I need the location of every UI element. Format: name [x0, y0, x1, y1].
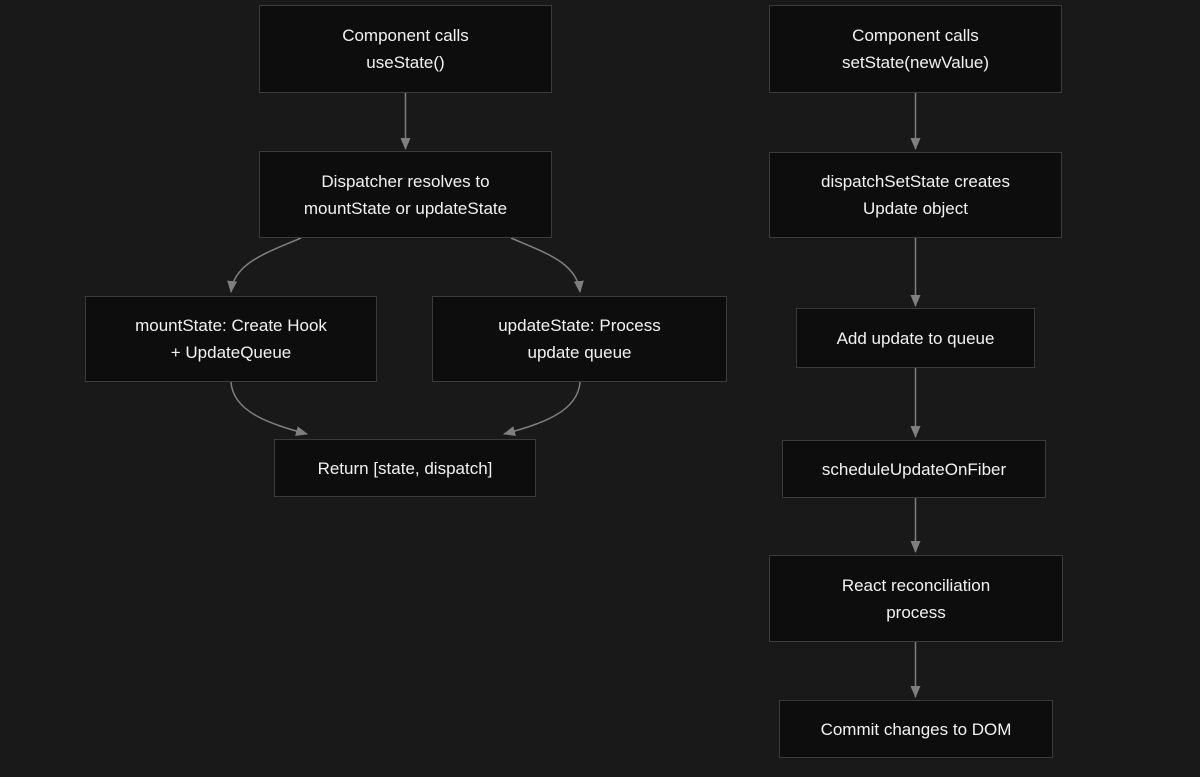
node-label: Component calls useState(): [342, 26, 469, 72]
node-mountstate-create-hook: mountState: Create Hook + UpdateQueue: [85, 296, 377, 382]
node-label: mountState: Create Hook + UpdateQueue: [135, 316, 327, 362]
node-label: updateState: Process update queue: [498, 316, 661, 362]
edge-updatestate-to-return: [503, 381, 581, 436]
edge-dispatcher-to-updatestate: [510, 237, 584, 293]
node-label: scheduleUpdateOnFiber: [821, 459, 1007, 479]
node-component-calls-usestate: Component calls useState(): [259, 5, 552, 93]
node-label: React reconciliation process: [841, 575, 991, 622]
node-react-reconciliation: React reconciliation process: [769, 555, 1063, 642]
node-commit-changes-to-dom: Commit changes to DOM: [779, 700, 1053, 758]
edge-mountstate-to-return: [230, 381, 308, 436]
node-label: Dispatcher resolves to mountState or upd…: [303, 171, 508, 218]
node-dispatchsetstate-creates-update: dispatchSetState creates Update object: [769, 152, 1062, 238]
node-updatestate-process-queue: updateState: Process update queue: [432, 296, 727, 382]
edge-dispatcher-to-mountstate: [227, 237, 302, 293]
node-component-calls-setstate: Component calls setState(newValue): [769, 5, 1062, 93]
node-label: Commit changes to DOM: [820, 719, 1012, 739]
node-scheduleupdateonfiber: scheduleUpdateOnFiber: [782, 440, 1046, 498]
node-label: Component calls setState(newValue): [841, 26, 990, 72]
node-label: dispatchSetState creates Update object: [820, 172, 1010, 218]
node-return-state-dispatch: Return [state, dispatch]: [274, 439, 536, 497]
node-dispatcher-resolves: Dispatcher resolves to mountState or upd…: [259, 151, 552, 238]
node-label: Add update to queue: [836, 328, 995, 348]
node-add-update-to-queue: Add update to queue: [796, 308, 1035, 368]
node-label: Return [state, dispatch]: [317, 458, 493, 478]
